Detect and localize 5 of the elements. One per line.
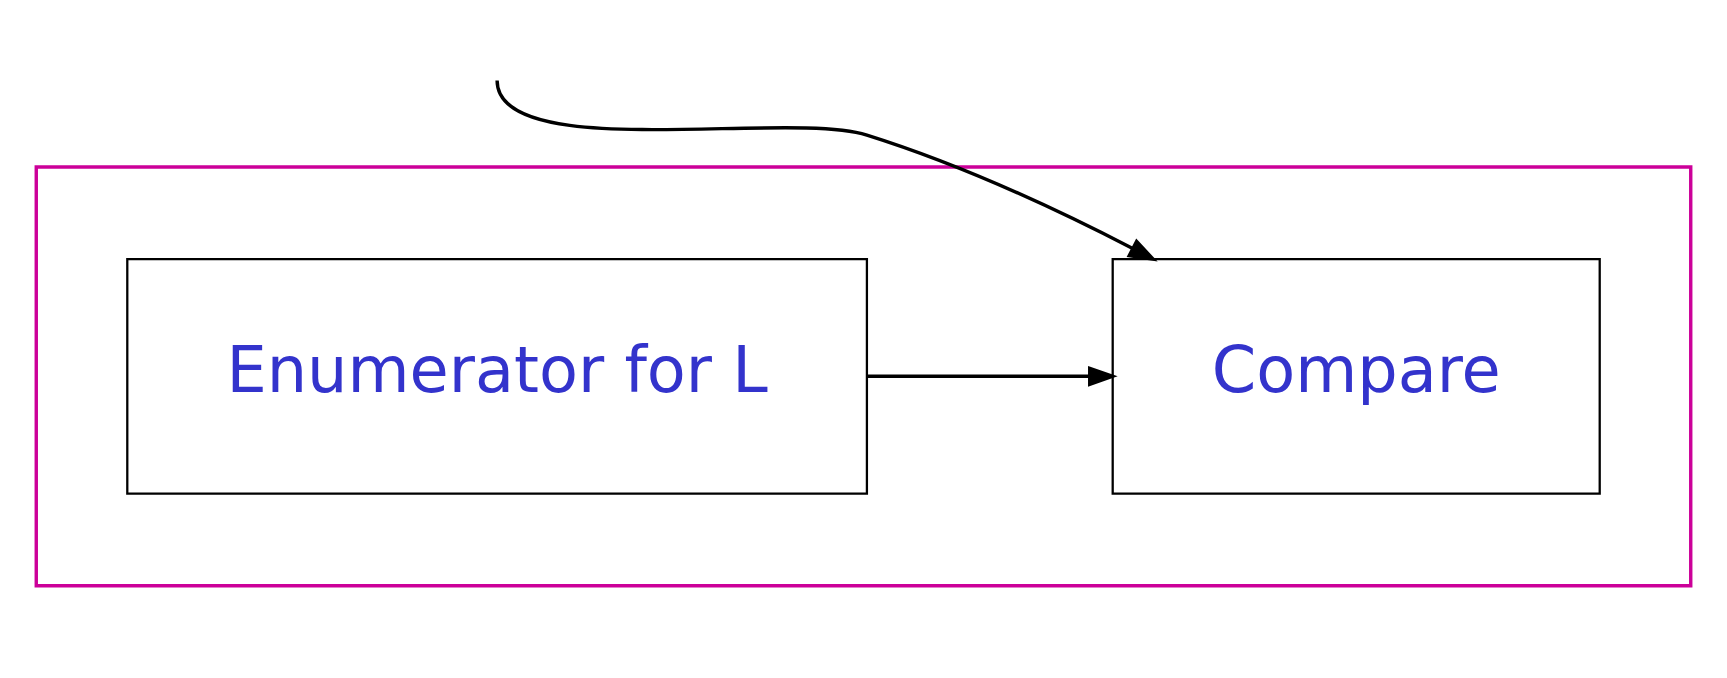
arrow [867, 365, 1118, 387]
node-box: Compare [1111, 257, 1601, 495]
node-box: Enumerator for L [126, 257, 869, 495]
arrow [495, 79, 1158, 261]
cluster [34, 164, 1693, 587]
